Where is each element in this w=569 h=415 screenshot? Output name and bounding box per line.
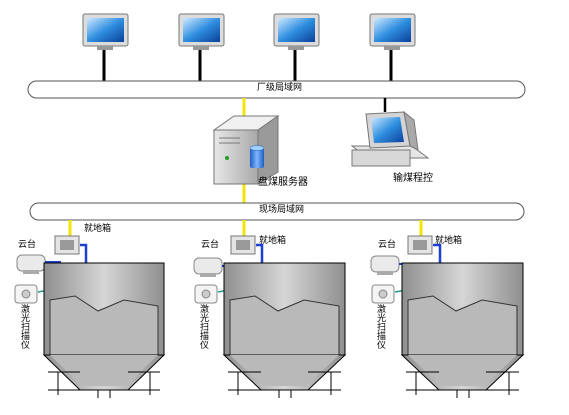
- site-lan-bus: [29, 202, 525, 221]
- laser-scanner-label: 激光扫描仪: [375, 304, 385, 349]
- junction-box-label: 就地箱: [84, 224, 112, 234]
- workstation-monitor-2: [178, 13, 225, 83]
- inventory-server-label: 盘煤服务器: [258, 177, 308, 188]
- conveyor-control-label: 输煤程控: [393, 173, 433, 184]
- laser-scanner-label: 激光扫描仪: [19, 304, 29, 349]
- pan-tilt-label: 云台: [18, 240, 37, 250]
- workstation-monitor-1: [82, 13, 129, 83]
- measurement-unit-2: [193, 220, 347, 398]
- workstation-monitor-3: [273, 13, 320, 83]
- pan-tilt-label: 云台: [378, 240, 397, 250]
- junction-box-label: 就地箱: [435, 236, 463, 246]
- pan-tilt-label: 云台: [201, 240, 220, 250]
- server-icon: [212, 115, 280, 185]
- laser-scanner-label: 激光扫描仪: [198, 304, 208, 349]
- plant-lan-bus: [27, 80, 526, 99]
- plant-lan-label: 厂级局域网: [257, 83, 303, 93]
- measurement-unit-3: [370, 220, 525, 398]
- junction-box-label: 就地箱: [259, 236, 287, 246]
- site-lan-label: 现场局域网: [259, 205, 305, 215]
- measurement-unit-1: [14, 220, 166, 398]
- computer-icon: [350, 110, 430, 167]
- workstation-monitor-4: [369, 13, 416, 83]
